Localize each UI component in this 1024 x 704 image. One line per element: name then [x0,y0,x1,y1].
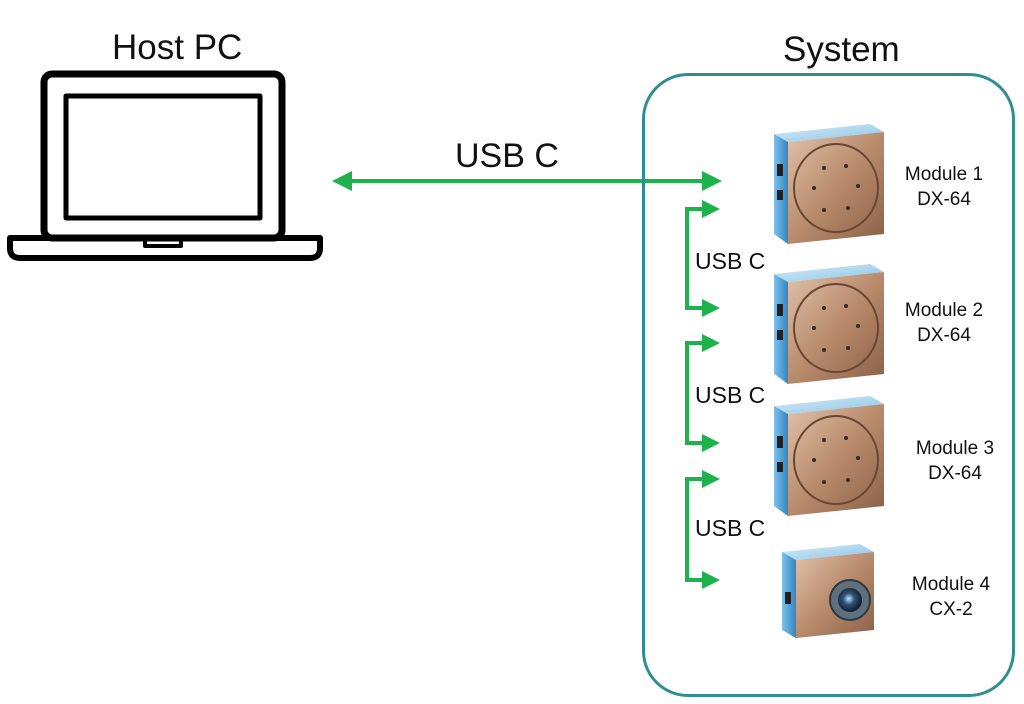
module-3-model: DX-64 [928,462,982,484]
module-4-device-image [782,544,874,638]
chain-link-label-1: USB C [695,248,766,274]
host-pc-title: Host PC [112,28,243,67]
laptop-icon [7,70,323,261]
system-container [642,73,1015,697]
chain-link-arrow-3 [685,470,720,589]
module-3-device-image [774,396,884,516]
module-4-name: Module 4 [911,574,991,595]
module-2-label: Module 2 DX-64 [889,299,999,348]
module-1-name: Module 1 [904,164,984,185]
module-4-label: Module 4 CX-2 [896,573,1006,622]
module-1-model: DX-64 [917,188,971,210]
chain-link-arrow-2 [685,334,720,452]
module-1-label: Module 1 DX-64 [889,163,999,212]
chain-link-label-2: USB C [695,382,766,408]
module-3-name: Module 3 [915,438,995,459]
module-2-model: DX-64 [917,324,971,346]
main-usb-link-arrow [332,171,722,191]
module-2-name: Module 2 [904,300,984,321]
chain-link-arrow-1 [685,200,720,317]
module-2-device-image [774,264,884,384]
system-title: System [783,30,900,69]
main-link-label: USB C [455,137,559,175]
module-4-model: CX-2 [929,598,973,620]
module-3-label: Module 3 DX-64 [900,437,1010,486]
chain-link-label-3: USB C [695,515,766,541]
module-1-device-image [774,124,884,244]
